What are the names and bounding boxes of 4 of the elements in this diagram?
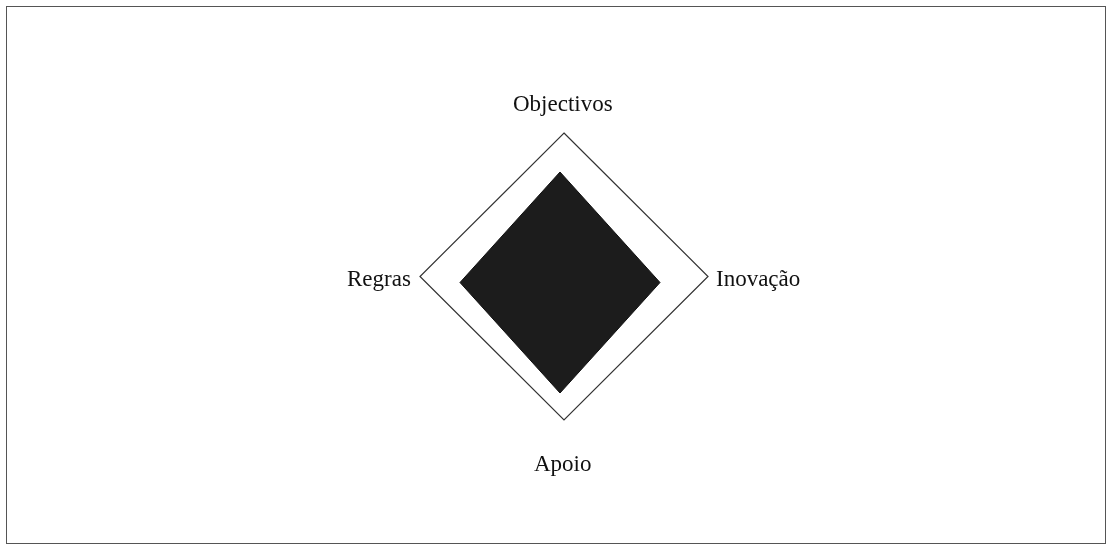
corner-label: Objectivos xyxy=(513,91,613,115)
corner-label: Apoio xyxy=(534,451,592,475)
corner-label: Regras xyxy=(347,266,411,290)
corner-label: Inovação xyxy=(716,266,801,290)
